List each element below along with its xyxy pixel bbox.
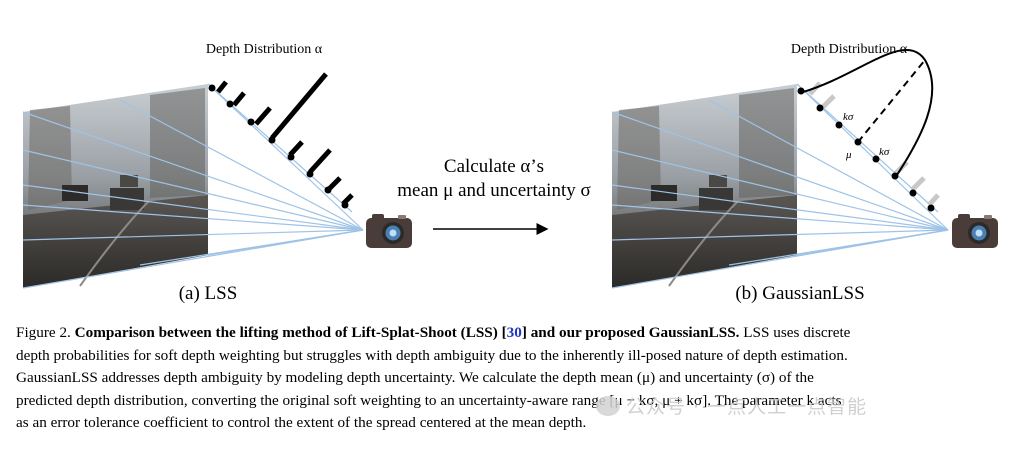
caption-line-5: as an error tolerance coefficient to con… <box>16 414 587 431</box>
panel-a-label: (a) LSS <box>179 283 238 304</box>
caption-line-1-rest: LSS uses discrete <box>739 324 851 341</box>
caption-line-3: GaussianLSS addresses depth ambiguity by… <box>16 369 814 386</box>
figure-caption: Figure 2. Comparison between the lifting… <box>16 322 1006 435</box>
street-image <box>612 84 797 288</box>
caption-line-4: predicted depth distribution, converting… <box>16 391 842 409</box>
panel-a: Depth Distribution α (a) LSS <box>22 42 412 304</box>
street-image <box>23 84 208 288</box>
caption-prefix: Figure 2. <box>16 324 75 341</box>
projection-rays <box>22 83 364 289</box>
panel-a-title: Depth Distribution α <box>206 42 323 57</box>
gaussian-curve <box>802 48 934 179</box>
caption-reference-link[interactable]: 30 <box>506 324 522 341</box>
panel-b-label: (b) GaussianLSS <box>735 283 864 304</box>
caption-line-2: depth probabilities for soft depth weigh… <box>16 346 848 364</box>
middle-line-1: Calculate α’s <box>444 156 544 177</box>
depth-bins <box>207 72 354 213</box>
figure-2: Depth Distribution α (a) LSS Calculate α… <box>22 42 998 304</box>
caption-bold-2: ] and our proposed GaussianLSS. <box>521 324 740 341</box>
panel-b: kσ kσ μ Depth Distribution α (b) Gaussia… <box>611 42 998 304</box>
k-sigma-lower-label: kσ <box>879 146 890 158</box>
camera-icon <box>366 214 412 248</box>
middle-annotation: Calculate α’s mean μ and uncertainty σ <box>397 156 591 235</box>
watermark: 公众号 · 一点人工一点智能 <box>596 392 867 419</box>
gaussian-depth-bins: kσ kσ μ <box>796 48 940 213</box>
wechat-logo-icon <box>596 396 620 416</box>
k-sigma-upper-label: kσ <box>843 111 854 123</box>
caption-line-1: Figure 2. Comparison between the lifting… <box>16 322 1006 345</box>
middle-line-2: mean μ and uncertainty σ <box>397 180 590 201</box>
panel-b-title: Depth Distribution α <box>791 42 908 57</box>
camera-icon <box>952 214 998 248</box>
mu-label: μ <box>845 149 852 161</box>
watermark-text: 公众号 · 一点人工一点智能 <box>626 396 868 418</box>
caption-bold-1: Comparison between the lifting method of… <box>74 324 507 341</box>
